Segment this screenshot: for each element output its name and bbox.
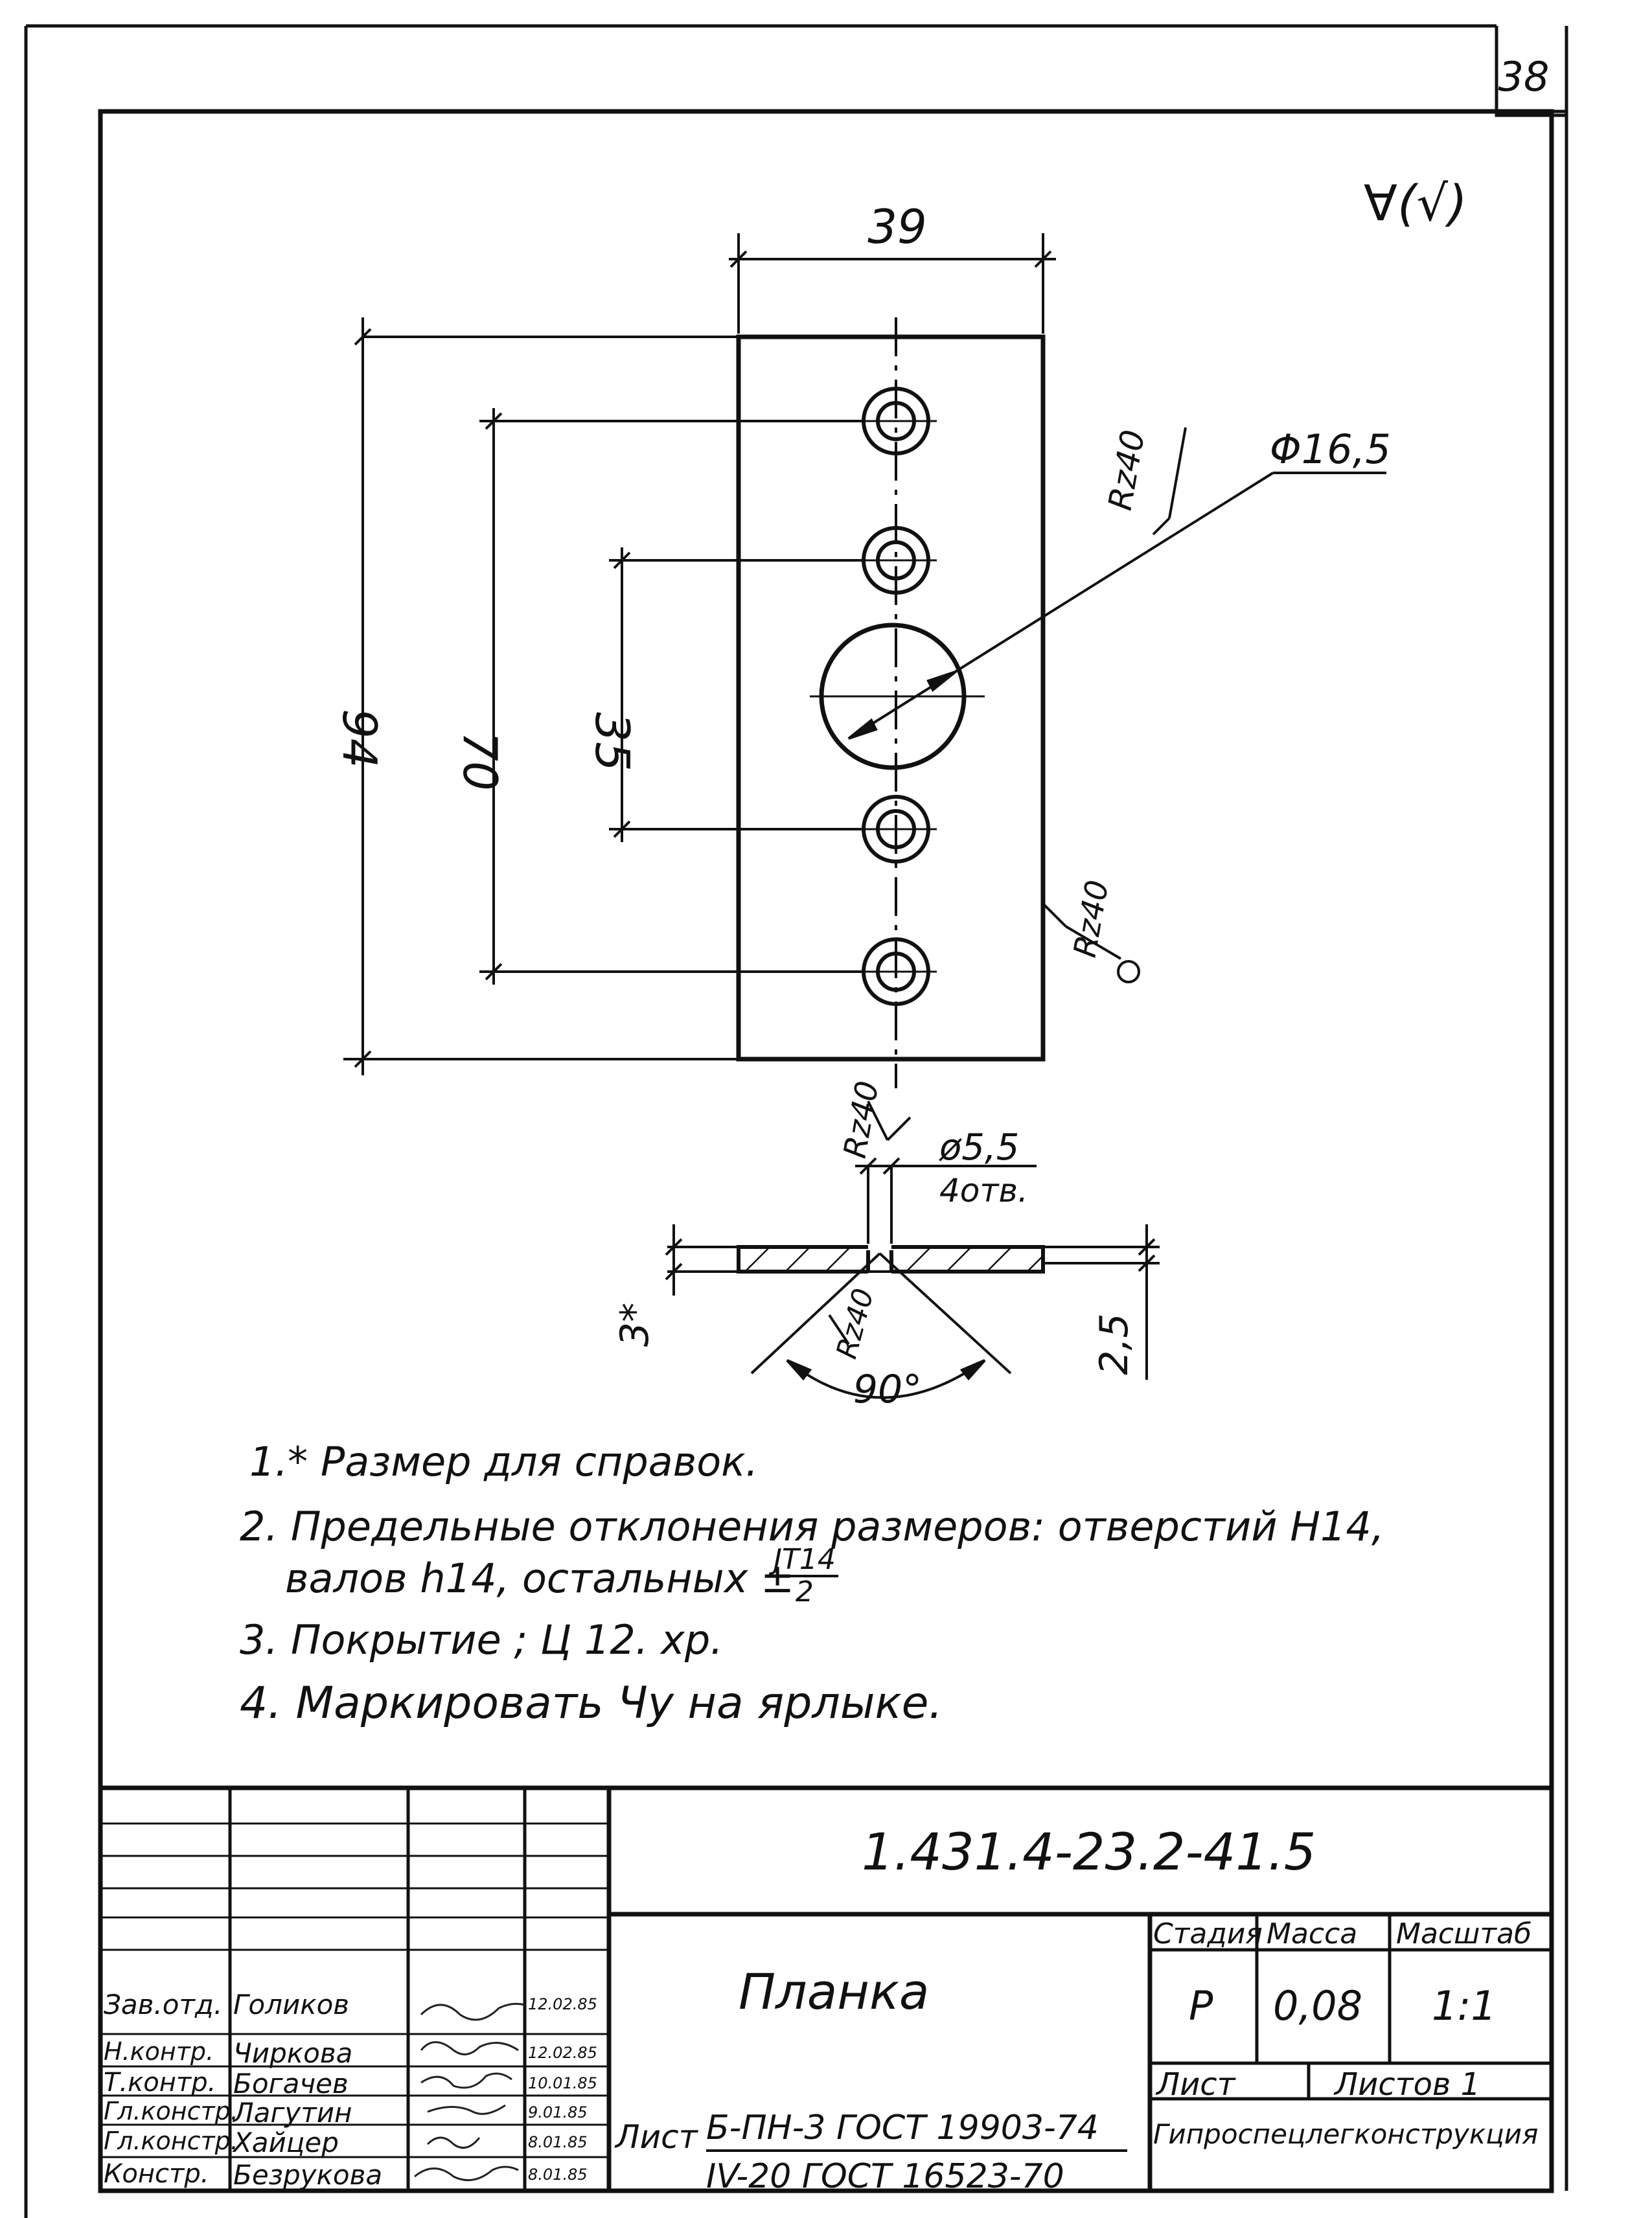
- mass-label: Масса: [1267, 1917, 1358, 1950]
- note-marking: 4. Маркировать Чу на ярлыке.: [240, 1678, 943, 1729]
- roughness-mark: [867, 1101, 912, 1141]
- dim-thickness-right-value: 2,5: [1092, 1313, 1137, 1375]
- signature-role: Т.контр.: [104, 2068, 216, 2098]
- signature-date: 12.02.85: [528, 1995, 597, 2013]
- dim-height-outer-value: 70: [453, 731, 507, 791]
- roughness-value: Rz40: [1101, 427, 1153, 513]
- dim-thickness-left: [665, 1224, 739, 1296]
- signature-date: 8.01.85: [528, 2133, 588, 2151]
- stage-value: Р: [1189, 1982, 1213, 2029]
- central-hole: [810, 623, 985, 770]
- note-tolerances-cont: валов h14, остальных ±: [285, 1555, 795, 1602]
- signature-name: Хайцер: [233, 2127, 339, 2158]
- sheet-label: Лист: [1156, 2066, 1235, 2103]
- dim-countersink-angle: [750, 1252, 1012, 1399]
- dim-thickness-left-value: 3*: [612, 1303, 658, 1347]
- dim-height-inner: [609, 547, 865, 842]
- roughness-value: Rz40: [830, 1285, 880, 1362]
- signature: [414, 2002, 525, 2182]
- signature-date: 9.01.85: [528, 2103, 588, 2121]
- tolerance-fraction: JT14 2: [771, 1545, 838, 1607]
- scale-label: Масштаб: [1396, 1917, 1532, 1950]
- big-hole-diameter: Φ16,5: [1270, 426, 1391, 473]
- dim-height-outer: [479, 408, 865, 985]
- tolerance-numerator: JT14: [771, 1545, 838, 1577]
- sheet-number: 38: [1498, 53, 1550, 100]
- roughness-symbol: ∀(√): [1364, 174, 1467, 232]
- signature-role: Гл.констр.: [104, 2097, 238, 2125]
- signature-date: 12.02.85: [528, 2044, 597, 2062]
- countersink-angle-value: 90°: [853, 1367, 922, 1412]
- dim-height-total: [343, 317, 739, 1075]
- signature-role: Н.контр.: [104, 2037, 214, 2066]
- sheets-label: Листов 1: [1335, 2066, 1481, 2103]
- mass-value: 0,08: [1273, 1982, 1363, 2029]
- organization: Гипроспецлегконструкция: [1153, 2118, 1539, 2150]
- plate-section-view: [737, 1244, 1045, 1274]
- material-line1: Б-ПН-3 ГОСТ 19903-74: [706, 2109, 1099, 2147]
- leader-big-hole: [847, 472, 1386, 740]
- material-line2: IV-20 ГОСТ 16523-70: [706, 2157, 1064, 2196]
- title-block-grid: [100, 1785, 1552, 2191]
- roughness-mark: [1042, 902, 1140, 983]
- note-coating: 3. Покрытие ; Ц 12. хр.: [240, 1616, 723, 1664]
- signature-name: Чиркова: [233, 2037, 353, 2069]
- small-hole-count: 4отв.: [939, 1172, 1028, 1209]
- plate-plan-view: [736, 317, 1046, 1088]
- svg-text:∀(√): ∀(√): [1364, 174, 1467, 232]
- stage-label: Стадия: [1153, 1917, 1263, 1950]
- signature-date: 10.01.85: [528, 2074, 597, 2092]
- signature-role: Зав.отд.: [104, 1989, 223, 2020]
- signature-date: 8.01.85: [528, 2166, 588, 2184]
- note-tolerances: 2. Предельные отклонения размеров: отвер…: [240, 1503, 1384, 1550]
- mount-hole: [855, 795, 937, 863]
- dim-width-value: 39: [867, 200, 927, 254]
- signature-role: Констр.: [104, 2159, 209, 2189]
- signature-name: Богачев: [233, 2068, 349, 2099]
- roughness-value: Rz40: [837, 1079, 886, 1161]
- dim-small-hole: [855, 1157, 1037, 1244]
- material-label: Лист: [615, 2118, 698, 2156]
- scale-value: 1:1: [1432, 1982, 1497, 2029]
- note-reference-size: 1.* Размер для справок.: [249, 1438, 759, 1485]
- tolerance-denominator: 2: [795, 1575, 814, 1608]
- dim-height-inner-value: 35: [585, 712, 639, 772]
- signature-name: Голиков: [233, 1989, 350, 2020]
- roughness-mark: [828, 1314, 850, 1345]
- dim-thickness-right: [1043, 1224, 1160, 1380]
- part-name: Планка: [739, 1963, 930, 2020]
- signature-name: Безрукова: [233, 2159, 383, 2191]
- signature-role: Гл.констр.: [104, 2127, 238, 2155]
- dim-width: [729, 233, 1056, 334]
- roughness-value: Rz40: [1067, 878, 1116, 961]
- signature-name: Лагутин: [233, 2097, 352, 2129]
- dim-height-total-value: 94: [332, 709, 387, 768]
- mount-hole: [855, 937, 937, 1006]
- drawing-designation: 1.431.4-23.2-41.5: [862, 1824, 1316, 1882]
- small-hole-diameter: ø5,5: [939, 1126, 1019, 1169]
- page-frame: [24, 24, 1568, 2218]
- roughness-mark: [1152, 427, 1187, 536]
